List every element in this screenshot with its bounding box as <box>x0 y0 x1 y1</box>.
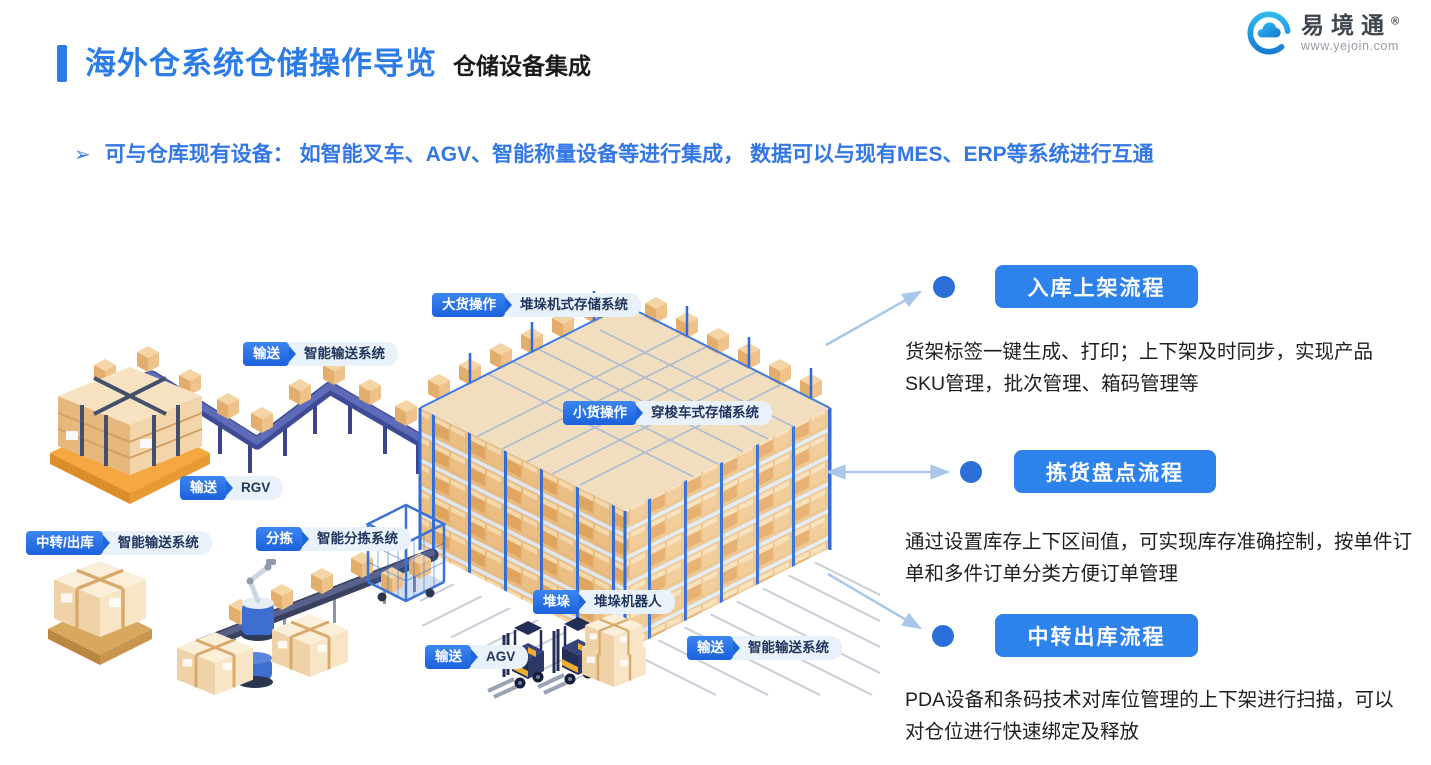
intro-text: 可与仓库现有设备： 如智能叉车、AGV、智能称量设备等进行集成， 数据可以与现有… <box>104 143 1154 166</box>
label-name: 智能输送系统 <box>289 342 398 366</box>
label-tag: 输送 <box>687 636 733 660</box>
title-accent-bar <box>57 45 67 82</box>
label-tag: 大货操作 <box>432 293 505 317</box>
label-bulk-operation: 大货操作 堆垛机式存储系统 <box>432 293 641 317</box>
label-name: 穿梭车式存储系统 <box>636 401 772 425</box>
label-name: 堆垛机器人 <box>579 590 675 614</box>
label-transfer-outbound: 中转/出库 智能输送系统 <box>26 531 212 555</box>
picking-flow-description: 通过设置库存上下区间值，可实现库存准确控制，按单件订单和多件订单分类方便订单管理 <box>905 531 1413 585</box>
picking-stocktake-flow-button[interactable]: 拣货盘点流程 <box>1014 450 1216 493</box>
connector-arrow-inbound <box>825 290 923 347</box>
inbound-shelving-flow-button[interactable]: 入库上架流程 <box>995 265 1198 308</box>
bullet-arrow-icon: ➢ <box>74 144 91 166</box>
outbound-flow-description: PDA设备和条码技术对库位管理的上下架进行扫描，可以对仓位进行快速绑定及释放 <box>905 689 1394 743</box>
intro-bullet: ➢ 可与仓库现有设备： 如智能叉车、AGV、智能称量设备等进行集成， 数据可以与… <box>74 140 1394 170</box>
flow-dot-inbound <box>933 276 955 298</box>
label-agv: 输送 AGV <box>425 645 529 669</box>
label-tag: 输送 <box>425 645 471 669</box>
page-subtitle: 仓储设备集成 <box>453 53 591 79</box>
label-name: 智能输送系统 <box>733 636 842 660</box>
label-tag: 输送 <box>243 342 289 366</box>
label-tag: 小货操作 <box>563 401 636 425</box>
brand-logo: 易境通® www.yejoin.com <box>1246 10 1399 56</box>
pallet-stack-top <box>50 367 210 504</box>
label-sorting: 分拣 智能分拣系统 <box>256 527 411 551</box>
label-name: AGV <box>471 645 529 669</box>
registered-mark: ® <box>1391 15 1400 28</box>
header: 海外仓系统仓储操作导览 仓储设备集成 <box>85 38 591 83</box>
label-name: 智能分拣系统 <box>302 527 411 551</box>
cage-cart <box>365 503 447 603</box>
inbound-flow-description: 货架标签一键生成、打印；上下架及时同步，实现产品SKU管理，批次管理、箱码管理等 <box>905 341 1374 395</box>
logo-name: 易境通 <box>1301 11 1391 38</box>
label-small-goods: 小货操作 穿梭车式存储系统 <box>563 401 772 425</box>
label-stacking-robot: 堆垛 堆垛机器人 <box>533 590 675 614</box>
label-tag: 分拣 <box>256 527 302 551</box>
connector-arrow-picking <box>825 464 951 480</box>
label-name: 堆垛机式存储系统 <box>505 293 641 317</box>
cloud-logo-icon <box>1247 11 1291 55</box>
label-name: RGV <box>226 476 284 500</box>
flow-dot-picking <box>960 461 982 483</box>
label-tag: 中转/出库 <box>26 531 103 555</box>
flow-dot-outbound <box>932 625 954 647</box>
label-tag: 输送 <box>180 476 226 500</box>
label-tag: 堆垛 <box>533 590 579 614</box>
transfer-outbound-flow-button[interactable]: 中转出库流程 <box>995 614 1198 657</box>
pallet-crate-bottom <box>48 559 152 665</box>
label-convey-smart: 输送 智能输送系统 <box>243 342 398 366</box>
logo-url: www.yejoin.com <box>1301 39 1400 54</box>
connector-arrow-outbound <box>827 572 923 630</box>
page-title: 海外仓系统仓储操作导览 <box>85 46 437 81</box>
logo-text: 易境通® www.yejoin.com <box>1301 11 1400 54</box>
label-name: 智能输送系统 <box>102 531 212 555</box>
label-convey-smart-2: 输送 智能输送系统 <box>687 636 842 660</box>
label-rgv: 输送 RGV <box>180 476 284 500</box>
